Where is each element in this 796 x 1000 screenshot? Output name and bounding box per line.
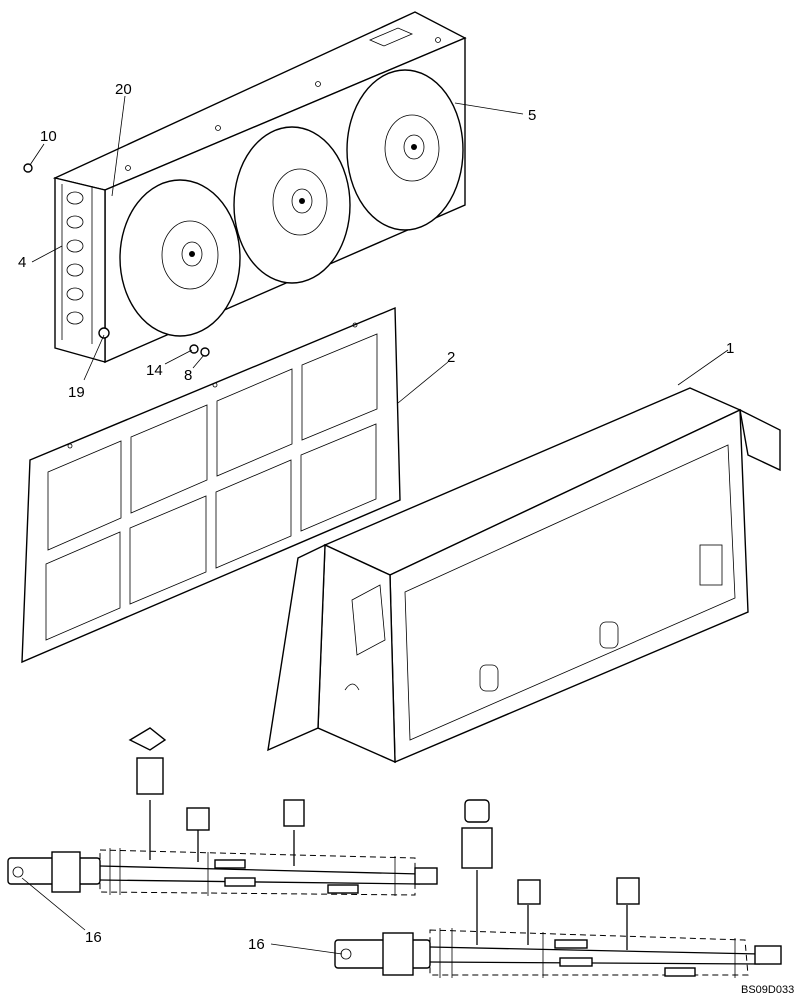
grille-panel	[21, 306, 401, 664]
callout-1: 1	[726, 340, 734, 357]
nut-8	[200, 347, 210, 357]
callout-19: 19	[68, 384, 85, 401]
washer-14	[189, 344, 199, 354]
callout-4: 4	[18, 254, 26, 271]
callout-2: 2	[447, 349, 455, 366]
grille-windows	[45, 333, 378, 641]
fan-left	[119, 179, 241, 337]
callout-5: 5	[528, 107, 536, 124]
callout-8: 8	[184, 367, 192, 384]
housing-box	[267, 387, 781, 764]
leader-lines	[21, 95, 729, 955]
drawing-code: BS09D033	[741, 984, 794, 996]
wiring-harness-lower	[334, 799, 782, 978]
nut-10	[23, 163, 33, 173]
fan-middle	[233, 126, 351, 284]
fan-right	[346, 69, 464, 231]
callout-16-lower: 16	[248, 936, 265, 953]
condenser-fan-assembly	[23, 11, 467, 364]
washer-19	[98, 327, 110, 339]
callout-16-upper: 16	[85, 929, 102, 946]
callout-labels: 1 2 4 5 8 10 14 16 16 19 20	[18, 81, 734, 953]
callout-14: 14	[146, 362, 163, 379]
condenser-coil	[61, 184, 93, 344]
wiring-harness-upper	[7, 727, 438, 896]
callout-10: 10	[40, 128, 57, 145]
callout-20: 20	[115, 81, 132, 98]
